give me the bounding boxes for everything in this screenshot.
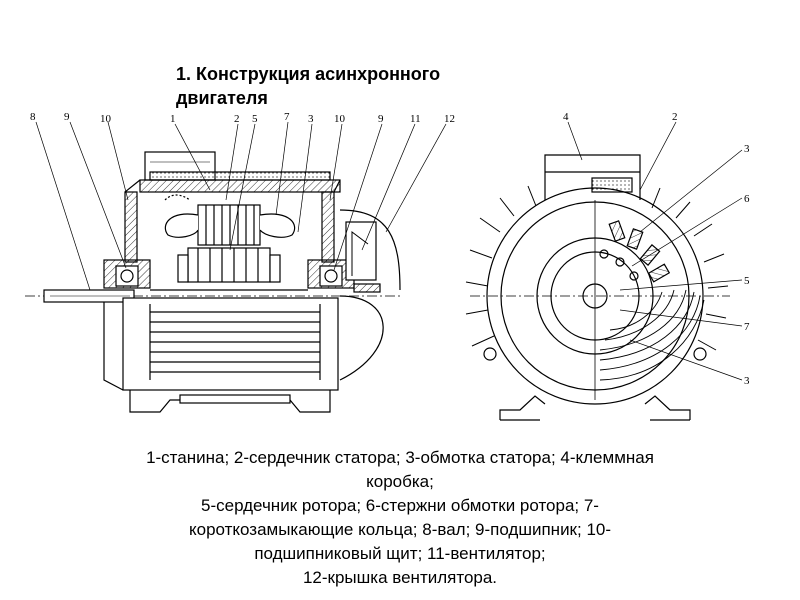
legend-caption: 1-станина; 2-сердечник статора; 3-обмотк… <box>20 446 780 590</box>
callout-9-right: 9 <box>378 113 384 125</box>
callout-5: 5 <box>252 113 258 125</box>
callout-10: 10 <box>100 113 112 125</box>
terminal-box <box>144 151 331 181</box>
stator-core-upper <box>197 204 261 246</box>
rotor-bars <box>599 249 639 281</box>
callout-3-cross: 3 <box>744 143 750 155</box>
frame-outer <box>486 187 704 405</box>
title-line-2: двигателя <box>176 88 268 108</box>
caption-line-6: 12-крышка вентилятора. <box>302 568 498 587</box>
left-callouts: 8 9 10 1 2 5 7 3 10 9 11 12 <box>30 111 455 125</box>
diagram-title: 1. Конструкция асинхронного двигателя <box>176 62 556 110</box>
right-callouts: 4 2 3 6 5 7 3 <box>563 111 750 387</box>
caption-line-4: короткозамыкающие кольца; 8-вал; 9-подши… <box>188 520 612 539</box>
base-feet <box>483 347 707 421</box>
callout-11: 11 <box>410 113 421 125</box>
callout-9: 9 <box>64 111 70 123</box>
callout-10-right: 10 <box>334 113 346 125</box>
callout-3: 3 <box>308 113 314 125</box>
stator-winding-ends <box>164 194 296 238</box>
cross-section <box>465 154 730 421</box>
caption-line-3: 5-сердечник ротора; 6-стержни обмотки ро… <box>201 496 599 515</box>
callout-3-cross-lower: 3 <box>744 375 750 387</box>
callout-7-cross: 7 <box>744 321 750 333</box>
caption-line-2: коробка; <box>366 472 434 491</box>
shaft <box>43 289 135 303</box>
callout-7: 7 <box>284 111 290 123</box>
longitudinal-section <box>25 151 401 413</box>
callout-2-cross: 2 <box>672 111 678 123</box>
callout-6: 6 <box>744 193 750 205</box>
housing-lower <box>103 297 339 413</box>
frame-upper <box>124 179 341 263</box>
caption-line-1: 1-станина; 2-сердечник статора; 3-обмотк… <box>146 448 654 467</box>
callout-5-cross: 5 <box>744 275 750 287</box>
callout-8: 8 <box>30 111 36 123</box>
left-leader-lines <box>35 121 447 291</box>
fan-and-cover <box>339 209 401 381</box>
callout-12: 12 <box>444 113 455 125</box>
rotor-core <box>177 247 281 283</box>
right-leader-lines <box>567 121 743 381</box>
stator-slots <box>608 220 671 283</box>
stator-winding-sweeps <box>599 289 705 381</box>
title-line-1: 1. Конструкция асинхронного <box>176 64 441 84</box>
callout-4: 4 <box>563 111 569 123</box>
terminal-box-cross <box>544 154 641 200</box>
callout-2: 2 <box>234 113 240 125</box>
callout-1: 1 <box>170 113 176 125</box>
caption-line-5: подшипниковый щит; 11-вентилятор; <box>254 544 546 563</box>
